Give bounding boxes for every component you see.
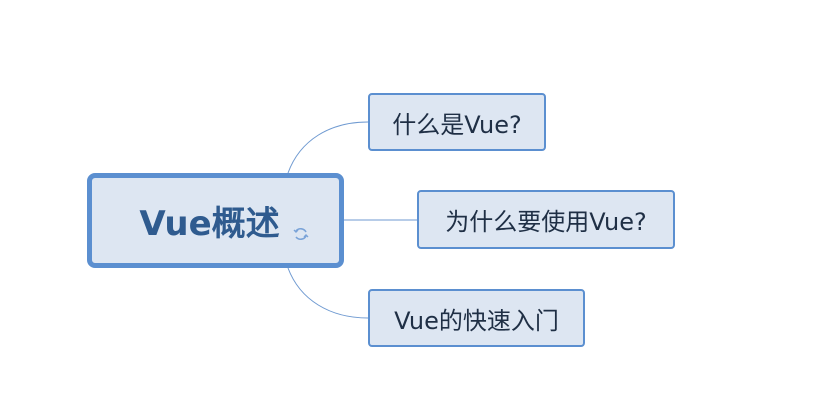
connector-topic-1 [287, 121, 369, 174]
topic-why-use-vue[interactable]: 为什么要使用Vue? [417, 190, 675, 249]
central-topic-label: Vue概述 [139, 204, 280, 244]
topic-vue-quickstart[interactable]: Vue的快速入门 [368, 289, 585, 347]
topic-label: 什么是Vue? [392, 110, 522, 139]
central-topic[interactable]: Vue概述 [87, 173, 344, 268]
connector-topic-3 [287, 267, 369, 319]
topic-label: 为什么要使用Vue? [445, 208, 647, 236]
refresh-icon[interactable] [292, 212, 310, 240]
topic-what-is-vue[interactable]: 什么是Vue? [368, 93, 546, 151]
topic-label: Vue的快速入门 [394, 306, 559, 335]
